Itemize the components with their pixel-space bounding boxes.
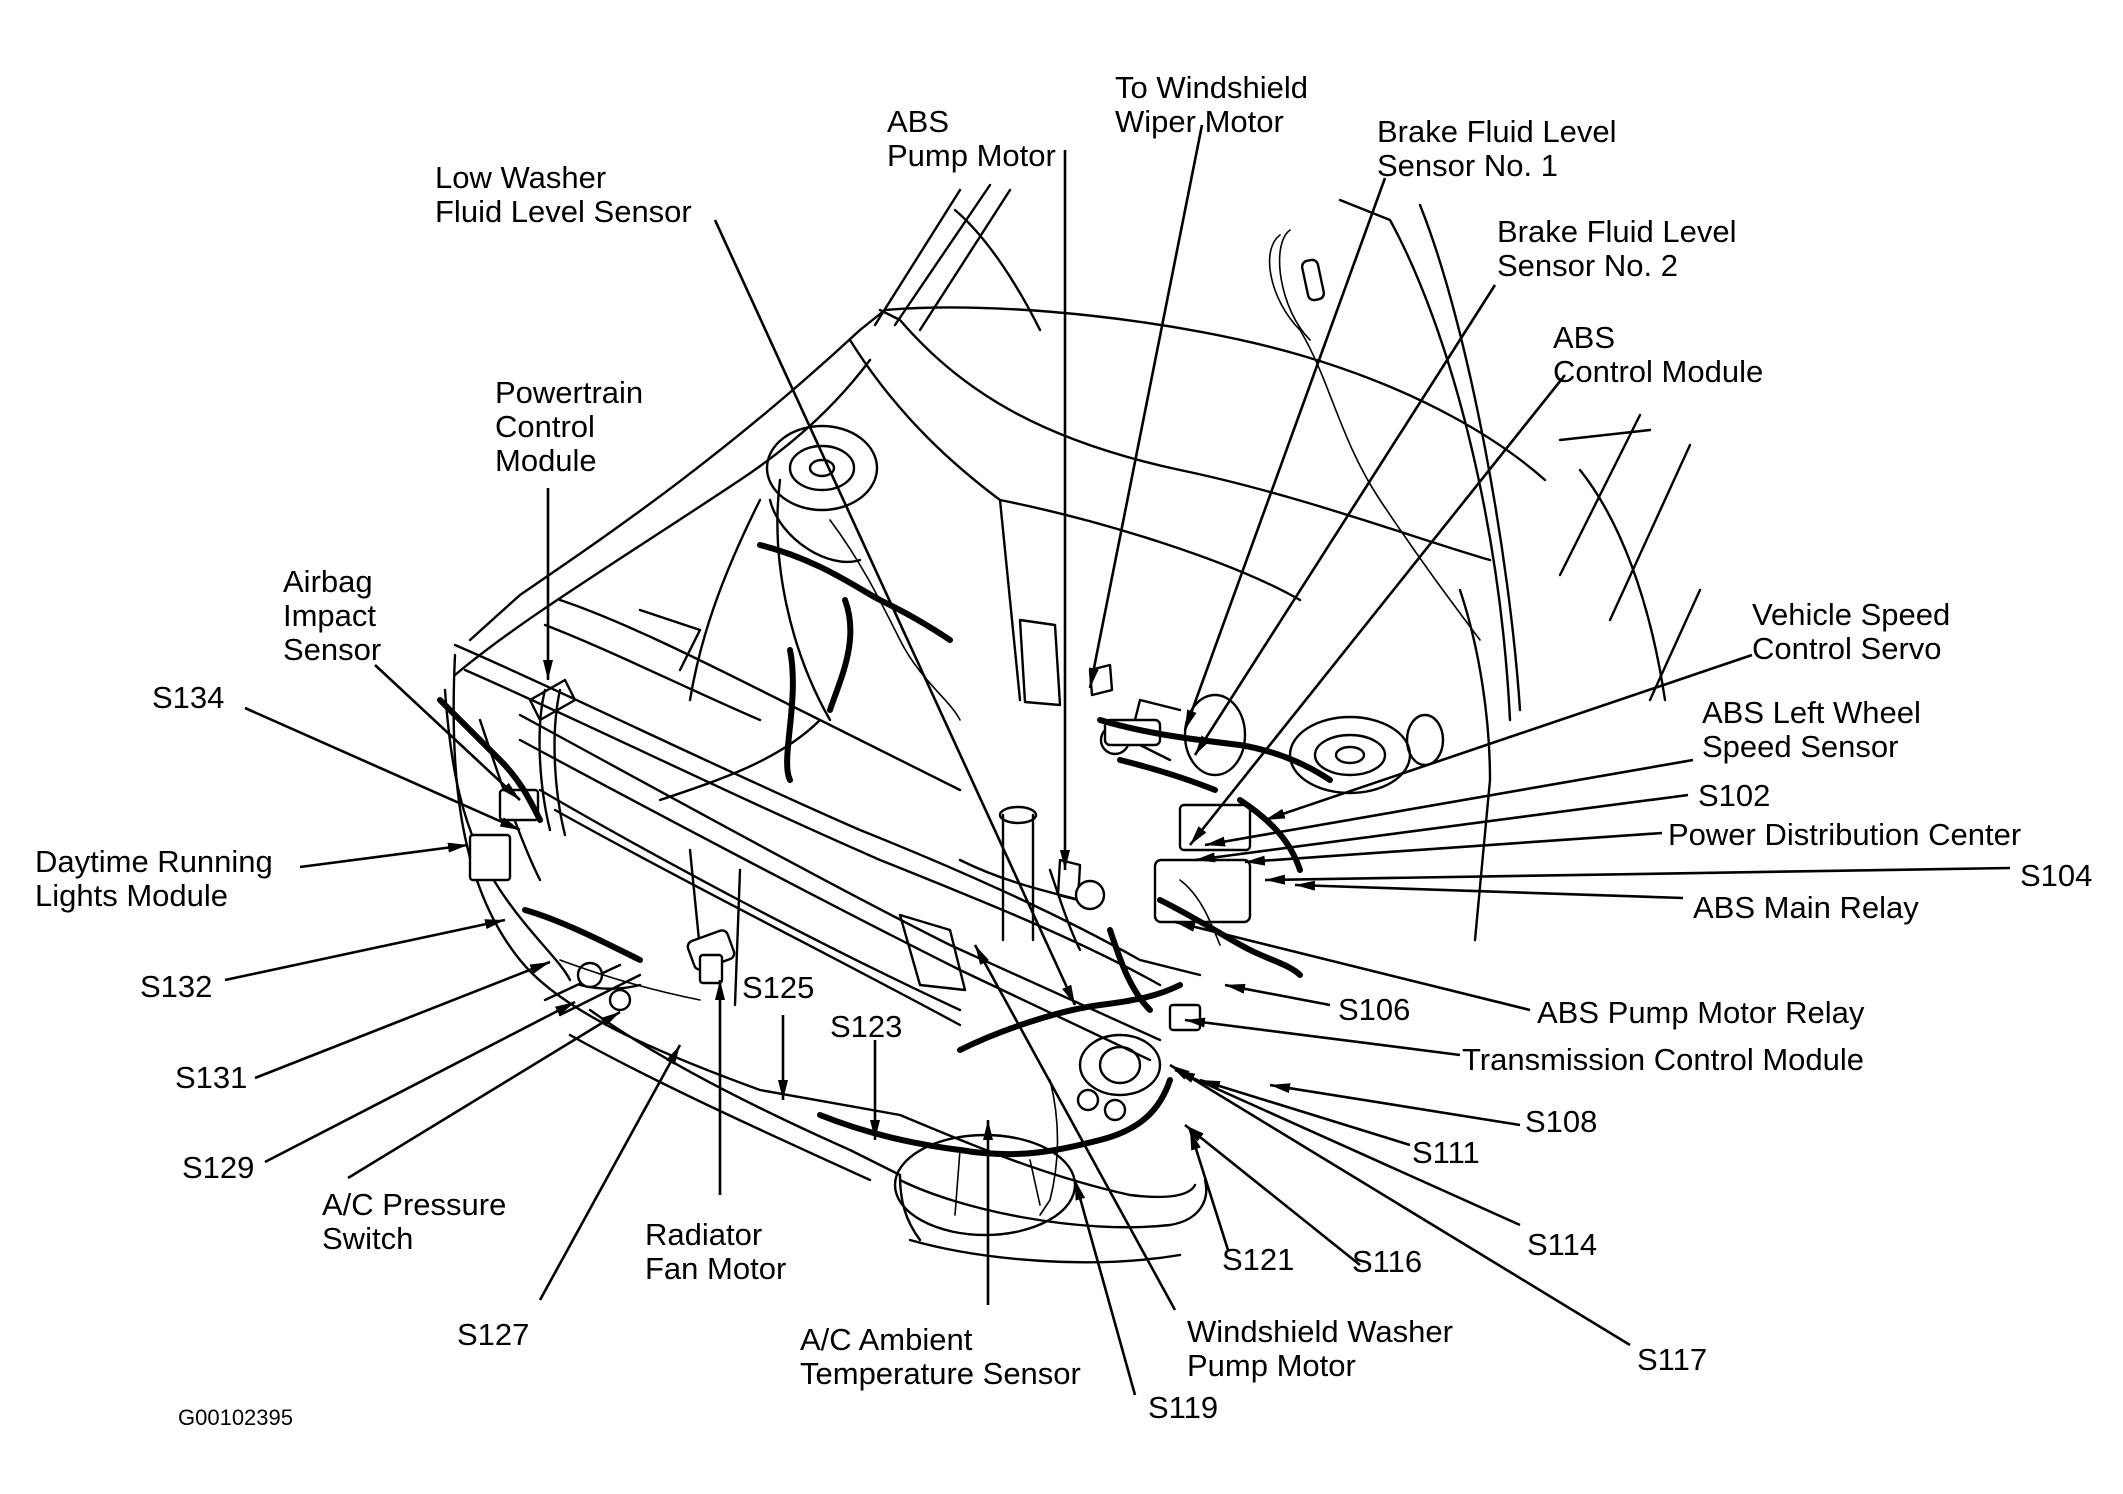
label-s132: S132	[140, 969, 212, 1004]
label-s123: S123	[830, 1009, 902, 1044]
label-power-distribution-center: Power Distribution Center	[1668, 817, 2021, 852]
label-s116: S116	[1352, 1244, 1422, 1279]
figure-id: G00102395	[178, 1405, 293, 1430]
label-to-windshield-wiper-motor: To Windshield Wiper Motor	[1115, 70, 1317, 139]
label-low-washer-fluid-level-sensor: Low Washer Fluid Level Sensor	[435, 160, 692, 229]
label-brake-fluid-level-sensor-1: Brake Fluid Level Sensor No. 1	[1377, 114, 1625, 183]
label-ac-pressure-switch: A/C Pressure Switch	[322, 1187, 515, 1256]
label-ac-ambient-temperature-sensor: A/C Ambient Temperature Sensor	[800, 1322, 1081, 1391]
label-daytime-running-lights-module: Daytime Running Lights Module	[35, 844, 281, 913]
label-abs-pump-motor: ABS Pump Motor	[887, 104, 1056, 173]
washer-reservoir-cap	[998, 805, 1038, 825]
radiator-support	[453, 643, 1202, 977]
wiring-harness	[437, 229, 1481, 1216]
label-s114: S114	[1527, 1227, 1597, 1262]
transmission-control-module	[1168, 1003, 1202, 1032]
label-transmission-control-module: Transmission Control Module	[1462, 1042, 1864, 1077]
powertrain-control-module	[528, 678, 577, 722]
strut-tower-right	[1288, 715, 1412, 795]
label-s119: S119	[1148, 1390, 1218, 1425]
label-windshield-washer-pump-motor: Windshield Washer Pump Motor	[1187, 1314, 1462, 1383]
label-s129: S129	[182, 1150, 254, 1185]
label-s111: S111	[1412, 1135, 1480, 1170]
label-s106: S106	[1338, 992, 1410, 1027]
label-s117: S117	[1637, 1342, 1707, 1377]
label-s127: S127	[457, 1317, 529, 1352]
label-airbag-impact-sensor: Airbag Impact Sensor	[283, 564, 385, 667]
label-abs-main-relay: ABS Main Relay	[1693, 890, 1919, 925]
strut-tower-left	[765, 424, 879, 512]
hood-edge-right	[1338, 198, 1512, 722]
label-s108: S108	[1525, 1104, 1597, 1139]
label-abs-control-module: ABS Control Module	[1553, 320, 1763, 389]
component-labels: ABS Pump Motor To Windshield Wiper Motor…	[35, 70, 2092, 1430]
label-s134: S134	[152, 680, 224, 715]
label-s104: S104	[2020, 858, 2092, 893]
label-brake-fluid-level-sensor-2: Brake Fluid Level Sensor No. 2	[1497, 214, 1745, 283]
label-s125: S125	[742, 970, 814, 1005]
label-abs-pump-motor-relay: ABS Pump Motor Relay	[1537, 995, 1865, 1030]
daytime-running-lights-module-box	[468, 833, 512, 882]
label-vehicle-speed-control-servo: Vehicle Speed Control Servo	[1752, 597, 1959, 666]
hood-strut-left	[873, 183, 1012, 332]
leader-lines	[224, 124, 2011, 1396]
label-s121: S121	[1222, 1242, 1294, 1277]
cowl-panel	[848, 338, 1302, 702]
label-powertrain-control-module: Powertrain Control Module	[495, 375, 652, 478]
power-distribution-center-box	[1153, 858, 1252, 924]
label-radiator-fan-motor: Radiator Fan Motor	[645, 1217, 786, 1286]
label-s102: S102	[1698, 778, 1770, 813]
label-s131: S131	[175, 1060, 247, 1095]
label-abs-left-wheel-speed-sensor: ABS Left Wheel Speed Sensor	[1702, 695, 1929, 764]
front-bumper	[588, 1008, 922, 1242]
vehicle-line-art	[443, 183, 1702, 1264]
outer-body-outline	[452, 653, 1197, 1199]
